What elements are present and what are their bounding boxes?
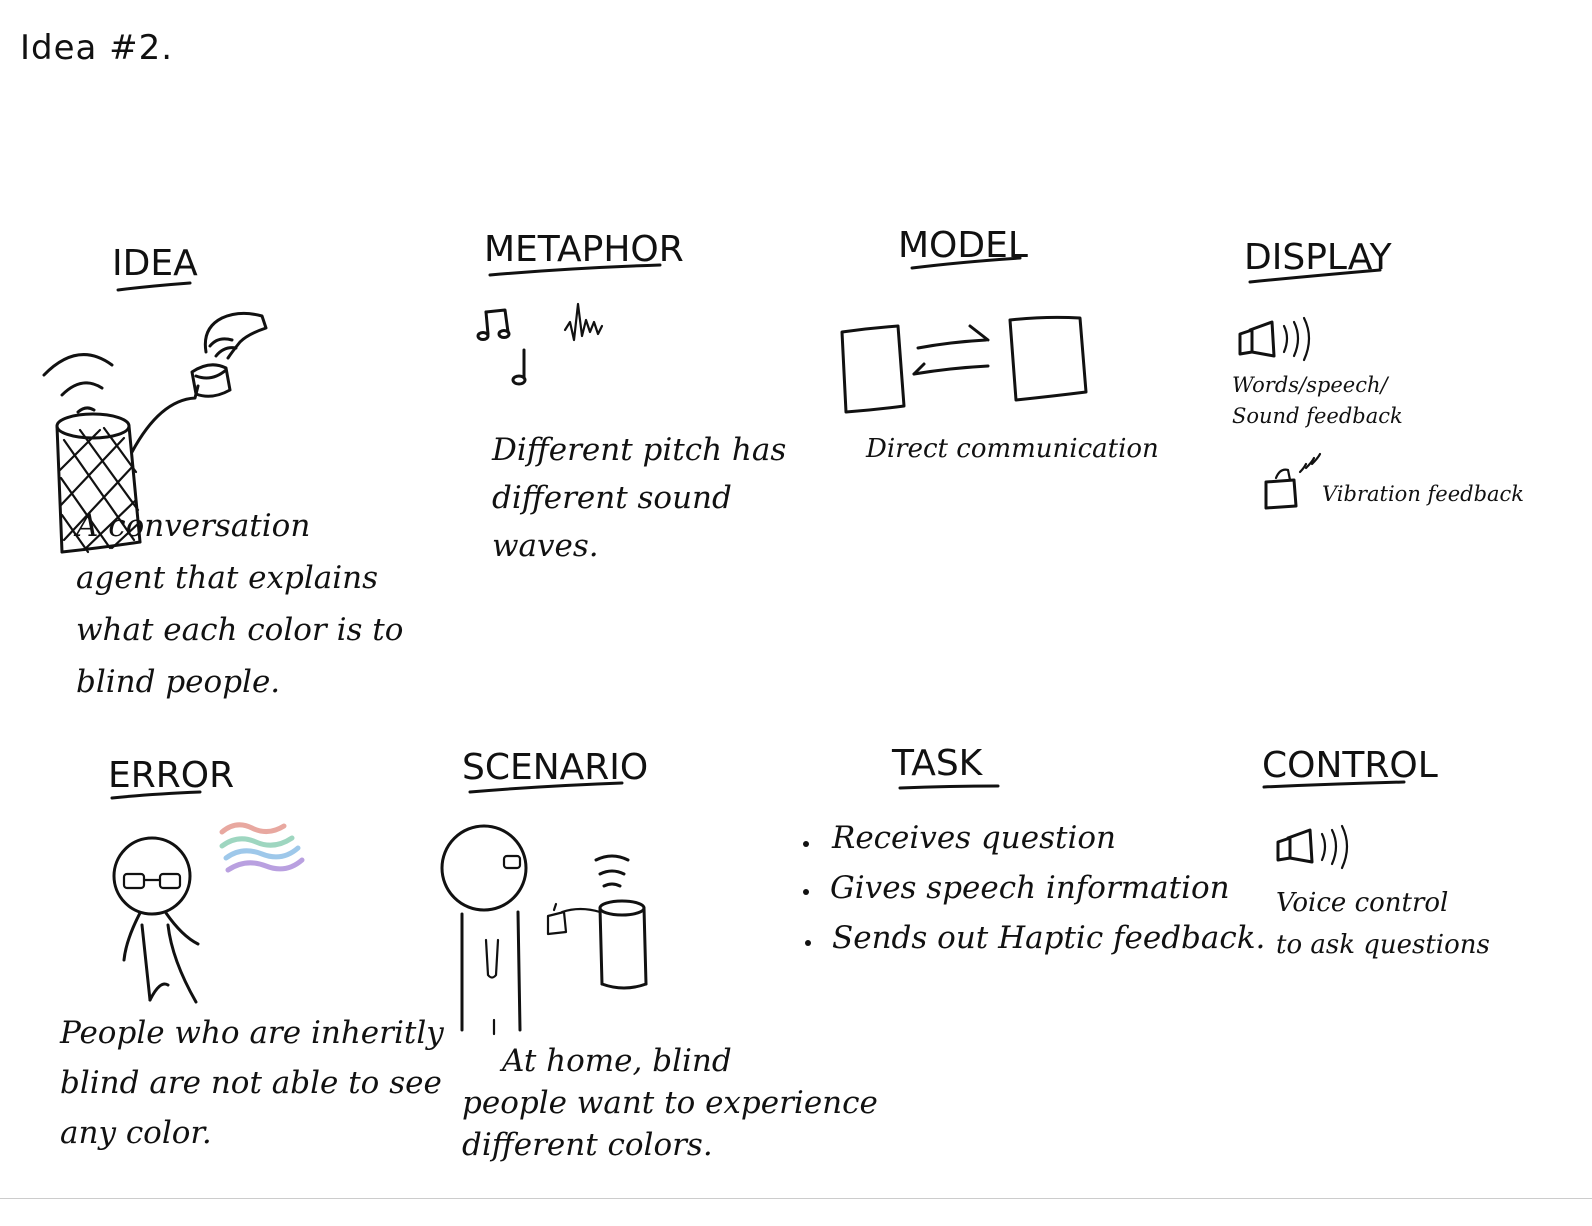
task-bullets	[803, 841, 811, 946]
page-title: Idea #2.	[20, 28, 174, 68]
heading-display: DISPLAY	[1244, 237, 1392, 278]
speaker-icon	[1238, 316, 1311, 362]
heading-task: TASK	[892, 743, 983, 784]
smart-speaker-icon	[42, 353, 142, 554]
idea-description: A conversation agent that explains what …	[76, 508, 404, 700]
control-speaker-icon	[1276, 824, 1349, 870]
task-item: Receives question	[832, 820, 1116, 856]
display-speech-feedback: Words/speech/ Sound feedback	[1232, 373, 1403, 428]
stick-figure-icon	[112, 836, 200, 1004]
heading-underlines	[110, 256, 1406, 800]
phone-icon	[840, 315, 1088, 414]
hand-icon	[130, 311, 268, 454]
scenario-person	[440, 824, 528, 1036]
scenario-speaker	[546, 854, 648, 990]
sound-wave-icon	[563, 302, 604, 342]
vibration-phone-icon	[1264, 452, 1322, 510]
metaphor-description: Different pitch has different sound wave…	[492, 432, 787, 564]
heading-idea: IDEA	[112, 243, 198, 284]
metaphor-underline	[488, 263, 662, 277]
scenario-underline	[468, 781, 624, 794]
heading-error: ERROR	[108, 755, 235, 796]
scenario-description: At home, blind people want to experience…	[462, 1043, 878, 1163]
page-bottom-divider	[0, 1198, 1592, 1199]
music-notes-icon	[476, 308, 527, 386]
control-description: Voice control to ask questions	[1276, 888, 1490, 960]
display-vibration-feedback: Vibration feedback	[1322, 482, 1525, 506]
heading-metaphor: METAPHOR	[484, 229, 684, 270]
exchange-arrows	[912, 324, 990, 376]
idea-underline	[116, 281, 192, 292]
display-underline	[1248, 268, 1382, 284]
model-underline	[910, 256, 1022, 270]
error-underline	[110, 790, 202, 800]
error-description: People who are inheritly blind are not a…	[60, 1015, 444, 1151]
heading-control: CONTROL	[1262, 745, 1438, 786]
task-underline	[898, 784, 1000, 790]
task-item: Gives speech information	[830, 870, 1230, 906]
control-underline	[1262, 780, 1406, 789]
task-item: Sends out Haptic feedback.	[832, 920, 1266, 956]
model-description: Direct communication	[866, 434, 1159, 464]
heading-scenario: SCENARIO	[462, 747, 649, 788]
color-waves	[219, 822, 305, 873]
heading-model: MODEL	[898, 225, 1028, 266]
